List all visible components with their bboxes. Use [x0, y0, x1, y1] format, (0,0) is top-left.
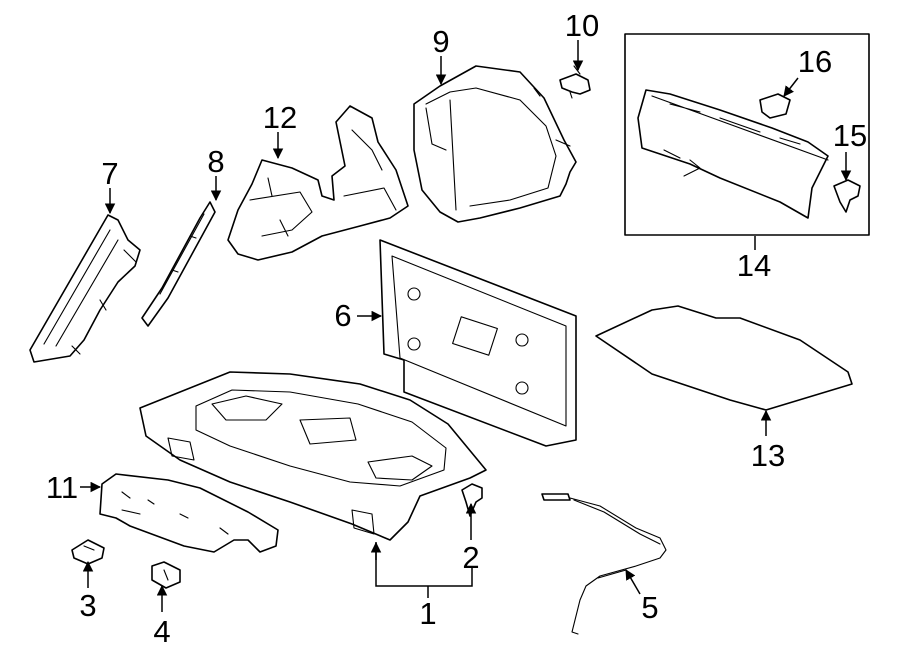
part-12-wheelhouse-trim: [227, 105, 409, 261]
part-1-package-tray: [139, 371, 487, 541]
part-7-pillar-trim: [29, 214, 141, 363]
callout-15: 15: [833, 118, 867, 153]
callout-16: 16: [798, 44, 832, 79]
part-9-trunk-side-trim: [413, 65, 577, 223]
callout-12: 12: [263, 100, 297, 135]
part-4-bracket: [151, 561, 181, 589]
callout-9: 9: [432, 24, 449, 59]
callout-13: 13: [751, 438, 785, 473]
callout-4: 4: [153, 614, 170, 649]
callout-8: 8: [207, 144, 224, 179]
callout-labels: 7 8 12 9 10 6 11 3 4 2 1 5 13 14 15 16: [46, 8, 867, 649]
part-13-floor-mat: [595, 305, 853, 411]
callout-11: 11: [46, 470, 78, 505]
callout-6: 6: [334, 298, 351, 333]
part-8-trim-strip: [141, 201, 216, 327]
callout-1: 1: [419, 596, 436, 631]
part-3-clip: [71, 539, 105, 565]
part-10-clip: [559, 65, 591, 99]
leader-lines: [80, 40, 852, 612]
part-2-push-pin: [461, 483, 483, 517]
callout-7: 7: [101, 156, 118, 191]
callout-5: 5: [641, 590, 658, 625]
callout-10: 10: [565, 8, 599, 43]
callout-2: 2: [462, 540, 479, 575]
part-6-rear-panel: [379, 239, 577, 447]
callout-14: 14: [737, 248, 771, 283]
part-5-cable: [541, 493, 667, 635]
callout-3: 3: [79, 588, 96, 623]
part-14-detail-box: [624, 33, 870, 236]
part-11-support-bracket: [99, 473, 279, 553]
